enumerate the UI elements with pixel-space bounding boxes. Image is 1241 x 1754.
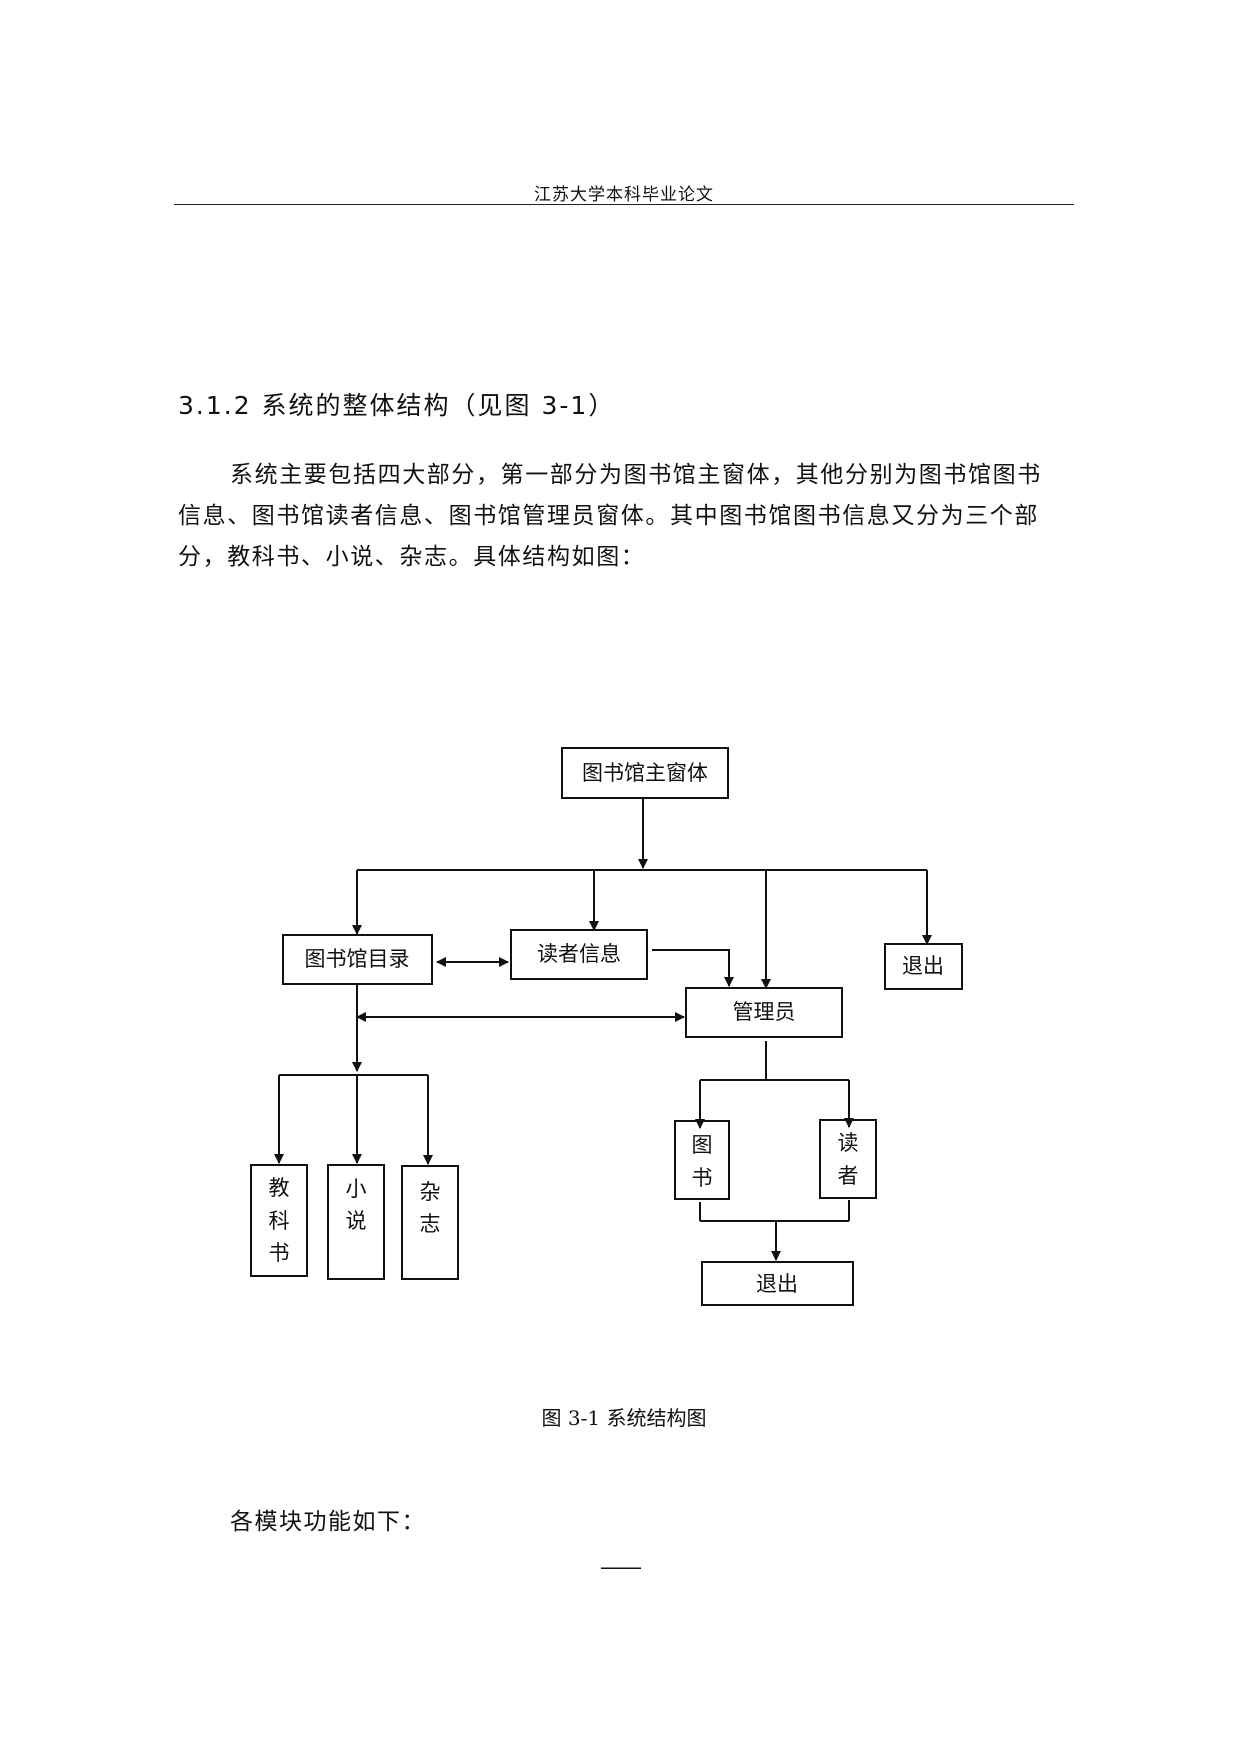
label-magazine-1: 杂 [420, 1180, 441, 1204]
label-exit-bottom: 退出 [756, 1272, 798, 1296]
body-paragraph: 系统主要包括四大部分，第一部分为图书馆主窗体，其他分别为图书馆图书信息、图书馆读… [178, 462, 1042, 570]
box-textbook [250, 1164, 308, 1277]
connector-reader-to-admin [652, 949, 734, 987]
label-book-1: 图 [692, 1133, 713, 1157]
label-novel-2: 说 [346, 1209, 367, 1233]
box-admin [685, 987, 843, 1038]
box-novel [327, 1164, 385, 1280]
label-reader-1: 读 [838, 1131, 859, 1155]
label-magazine-2: 志 [420, 1212, 441, 1236]
label-textbook-2: 科 [269, 1209, 290, 1233]
box-book [674, 1120, 730, 1200]
section-heading: 3.1.2 系统的整体结构（见图 3-1） [178, 391, 616, 420]
page-header: 江苏大学本科毕业论文 [534, 185, 714, 205]
header-rule [174, 204, 1074, 205]
label-textbook-3: 书 [269, 1241, 290, 1265]
label-reader-2: 者 [838, 1164, 859, 1188]
label-novel-1: 小 [346, 1177, 367, 1201]
modules-intro: 各模块功能如下： [230, 1509, 426, 1535]
box-reader-info [510, 929, 648, 980]
page-number: —— [600, 1555, 642, 1580]
label-main-window: 图书馆主窗体 [582, 761, 708, 785]
label-exit-top: 退出 [902, 954, 944, 978]
box-magazine [401, 1165, 459, 1280]
box-catalog [282, 934, 433, 985]
box-main-window [561, 747, 729, 799]
label-book-2: 书 [692, 1166, 713, 1190]
box-reader [819, 1119, 877, 1199]
box-exit-top [884, 943, 963, 990]
label-catalog: 图书馆目录 [305, 947, 410, 971]
figure-caption: 图 3-1 系统结构图 [541, 1406, 707, 1430]
box-exit-bottom [701, 1261, 854, 1306]
label-reader-info: 读者信息 [537, 942, 621, 966]
label-admin: 管理员 [733, 1000, 796, 1024]
label-textbook-1: 教 [269, 1176, 290, 1200]
